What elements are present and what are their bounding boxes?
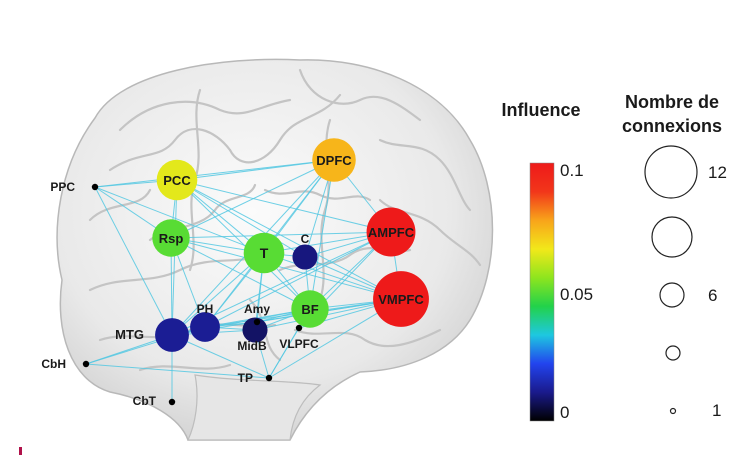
node-label-vlpfc: VLPFC xyxy=(279,337,319,351)
size-tick-12: 12 xyxy=(708,163,727,182)
node-ph xyxy=(190,312,220,342)
node-label-cbh: CbH xyxy=(41,357,66,371)
node-mtg xyxy=(155,318,189,352)
node-vmpfc xyxy=(373,271,429,327)
node-cbt xyxy=(168,398,176,406)
connections-title-line1: Nombre de xyxy=(625,92,719,112)
edge-mtg-tp xyxy=(171,334,270,379)
influence-tick-mid: 0.05 xyxy=(560,285,593,304)
node-t xyxy=(243,232,285,274)
edge-rsp-ampfc xyxy=(170,231,392,239)
size-tick-1: 1 xyxy=(712,401,721,420)
node-ppc xyxy=(91,183,99,191)
edge-ppc-t xyxy=(94,186,265,254)
size-legend-circle-12 xyxy=(644,145,698,199)
edge-pcc-vmpfc xyxy=(176,179,402,300)
node-pcc xyxy=(156,159,198,201)
node-vlpfc xyxy=(295,324,303,332)
node-label-pcc: PCC xyxy=(163,173,191,188)
edge-rsp-vmpfc xyxy=(170,237,402,300)
node-label-ampfc: AMPFC xyxy=(368,225,415,240)
node-label-rsp: Rsp xyxy=(159,231,184,246)
size-legend-circle-1 xyxy=(669,407,677,415)
node-ampfc xyxy=(366,207,416,257)
node-label-ppc: PPC xyxy=(50,180,75,194)
edge-vlpfc-tp xyxy=(268,327,300,379)
node-tp xyxy=(265,374,273,382)
connections-title-line2: connexions xyxy=(622,116,722,136)
edge-t-mtg xyxy=(171,252,265,336)
edge-dpfc-bf xyxy=(309,159,335,310)
edge-dpfc-rsp xyxy=(170,159,335,239)
size-legend-circle-3 xyxy=(665,345,681,361)
node-label-mtg: MTG xyxy=(115,327,144,342)
edge-pcc-mtg xyxy=(171,179,178,336)
node-c xyxy=(292,244,318,270)
edge-pcc-dpfc xyxy=(176,159,335,181)
node-cbh xyxy=(82,360,90,368)
node-label-cbt: CbT xyxy=(133,394,157,408)
node-label-vmpfc: VMPFC xyxy=(378,292,424,307)
size-legend-circle-9 xyxy=(651,216,693,258)
influence-legend: Influence 0.1 0.05 0 xyxy=(501,100,593,422)
size-tick-6: 6 xyxy=(708,286,717,305)
edge-cbh-tp xyxy=(85,363,270,379)
corner-mark xyxy=(19,447,22,455)
node-label-t: T xyxy=(260,245,269,261)
node-label-amy: Amy xyxy=(244,302,270,316)
influence-tick-min: 0 xyxy=(560,403,569,422)
edge-pcc-ampfc xyxy=(176,179,392,233)
edge-ppc-dpfc xyxy=(94,159,335,188)
node-amy xyxy=(253,318,261,326)
influence-title: Influence xyxy=(501,100,580,120)
edge-pcc-bf xyxy=(176,179,311,310)
size-legend-circle-6 xyxy=(659,282,685,308)
influence-tick-max: 0.1 xyxy=(560,161,584,180)
influence-colorbar xyxy=(529,162,555,422)
node-label-bf: BF xyxy=(301,302,318,317)
node-label-tp: TP xyxy=(238,371,253,385)
node-bf xyxy=(291,290,329,328)
node-dpfc xyxy=(312,138,356,182)
node-label-dpfc: DPFC xyxy=(316,153,352,168)
node-rsp xyxy=(152,219,190,257)
node-label-midb: MidB xyxy=(237,339,267,353)
edge-ppc-mtg xyxy=(94,186,173,336)
node-label-ph: PH xyxy=(197,302,214,316)
edge-pcc-c xyxy=(176,179,306,258)
node-label-c: C xyxy=(301,232,310,246)
node-midb xyxy=(242,317,268,343)
edge-ampfc-ph xyxy=(204,231,392,328)
connections-legend: Nombre de connexions 12 6 1 xyxy=(622,92,727,420)
